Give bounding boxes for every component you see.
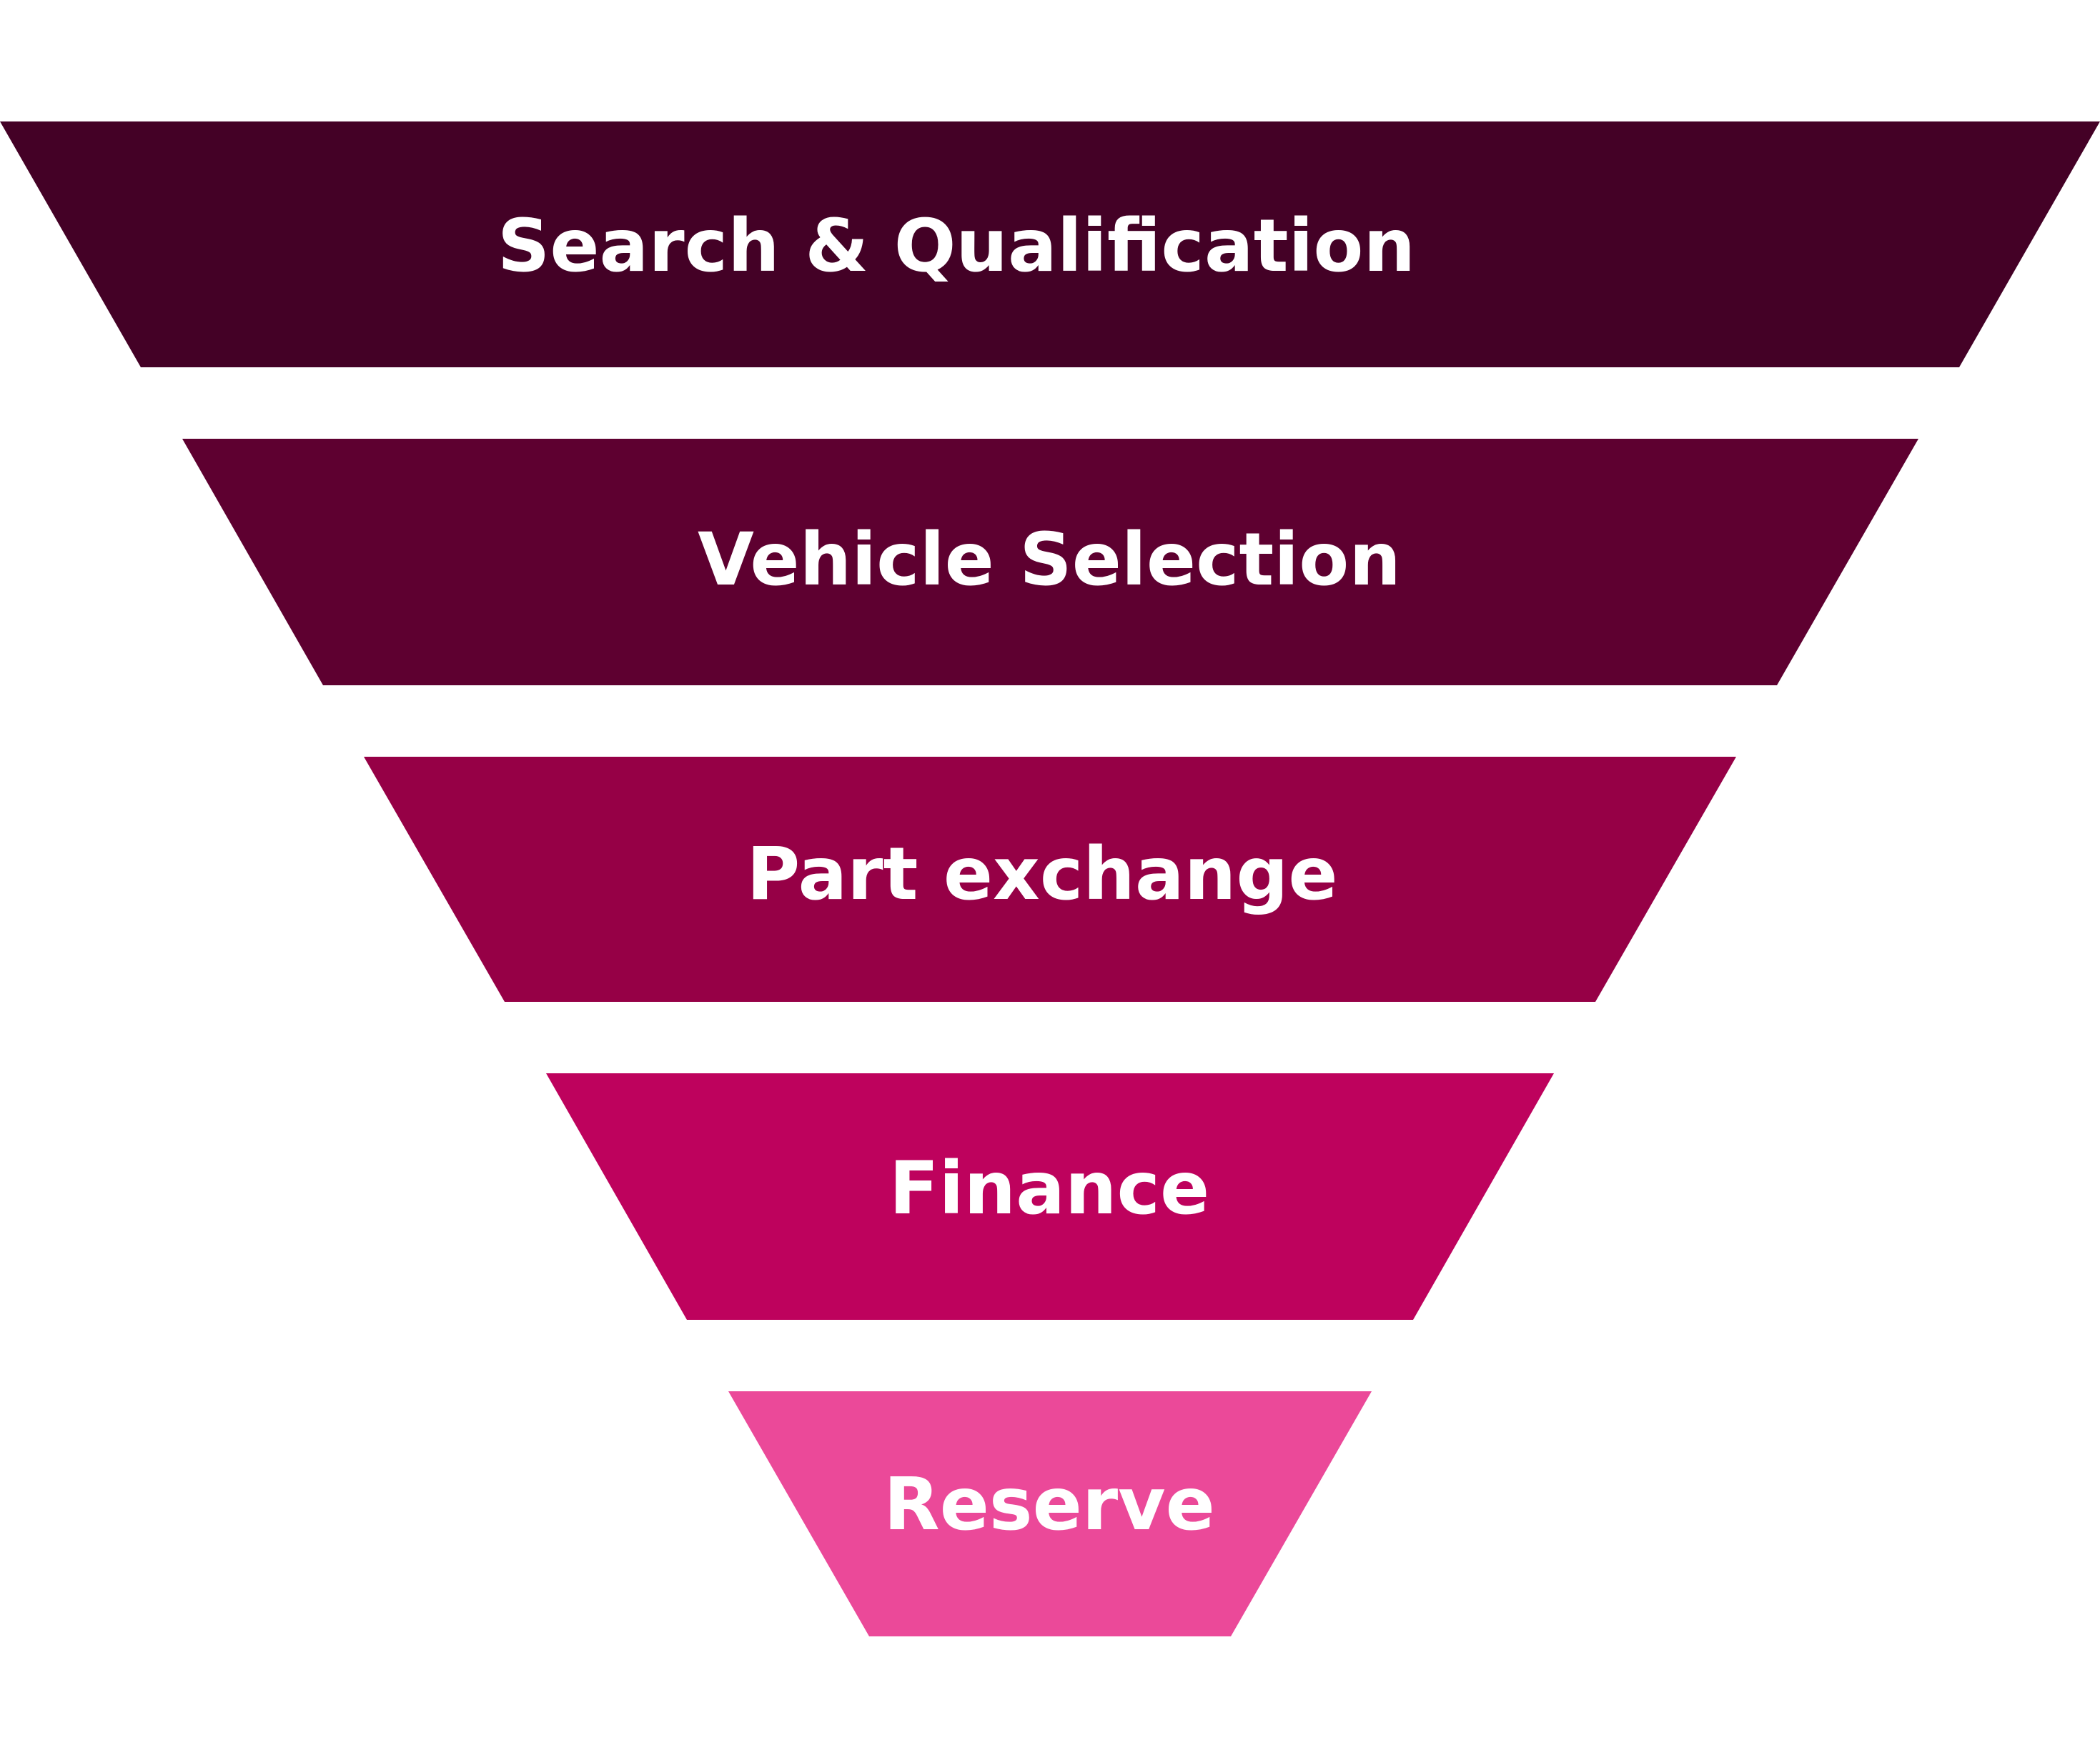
stage-shape-finance <box>546 1073 1554 1320</box>
funnel-stage-reserve: Reserve <box>728 1391 1372 1636</box>
stage-label-finance: Finance <box>889 1146 1209 1231</box>
funnel-stage-vehicle-selection: Vehicle Selection <box>182 439 1918 685</box>
stage-label-reserve: Reserve <box>883 1462 1215 1547</box>
stage-label-vehicle-selection: Vehicle Selection <box>698 517 1401 602</box>
stage-shape-vehicle-selection <box>182 439 1918 685</box>
stage-shape-search-qualification <box>0 121 2100 367</box>
stage-shape-reserve <box>728 1391 1372 1636</box>
stage-label-part-exchange: Part exchange <box>746 832 1337 917</box>
funnel-stage-search-qualification: Search & Qualification <box>0 121 2100 367</box>
funnel-stage-part-exchange: Part exchange <box>364 757 1736 1002</box>
stage-shape-part-exchange <box>364 757 1736 1002</box>
stage-label-search-qualification: Search & Qualification <box>497 204 1415 289</box>
funnel-stage-finance: Finance <box>546 1073 1554 1320</box>
